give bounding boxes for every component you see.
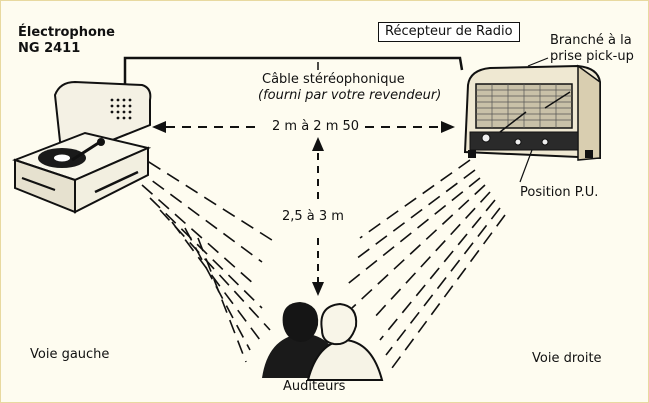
branche-pointer xyxy=(527,57,549,67)
listeners-label: Auditeurs xyxy=(283,379,346,394)
vertical-distance-arrow xyxy=(312,137,324,296)
right-channel-label: Voie droite xyxy=(532,351,602,366)
prise-pickup-label: prise pick-up xyxy=(550,49,634,64)
vertical-distance-label: 2,5 à 3 m xyxy=(282,209,344,224)
left-channel-label: Voie gauche xyxy=(30,347,110,362)
horizontal-distance-label: 2 m à 2 m 50 xyxy=(272,119,360,134)
horizontal-distance-arrow xyxy=(152,121,455,133)
branche-label: Branché à la xyxy=(550,33,632,48)
left-channel-sound-rays xyxy=(129,149,276,363)
cable-label: Câble stéréophonique xyxy=(262,72,405,87)
right-channel-sound-rays xyxy=(344,159,506,369)
electrophone-label: Électrophone xyxy=(18,25,115,40)
radio-receiver-icon xyxy=(463,64,601,161)
position-pu-pointer xyxy=(519,149,533,183)
electrophone-model-label: NG 2411 xyxy=(18,41,81,56)
cable-note-label: (fourni par votre revendeur) xyxy=(258,88,442,103)
record-player-icon xyxy=(12,80,152,214)
radio-receiver-label: Récepteur de Radio xyxy=(378,22,520,42)
position-pu-label: Position P.U. xyxy=(520,185,599,200)
listeners-icon xyxy=(262,302,384,381)
